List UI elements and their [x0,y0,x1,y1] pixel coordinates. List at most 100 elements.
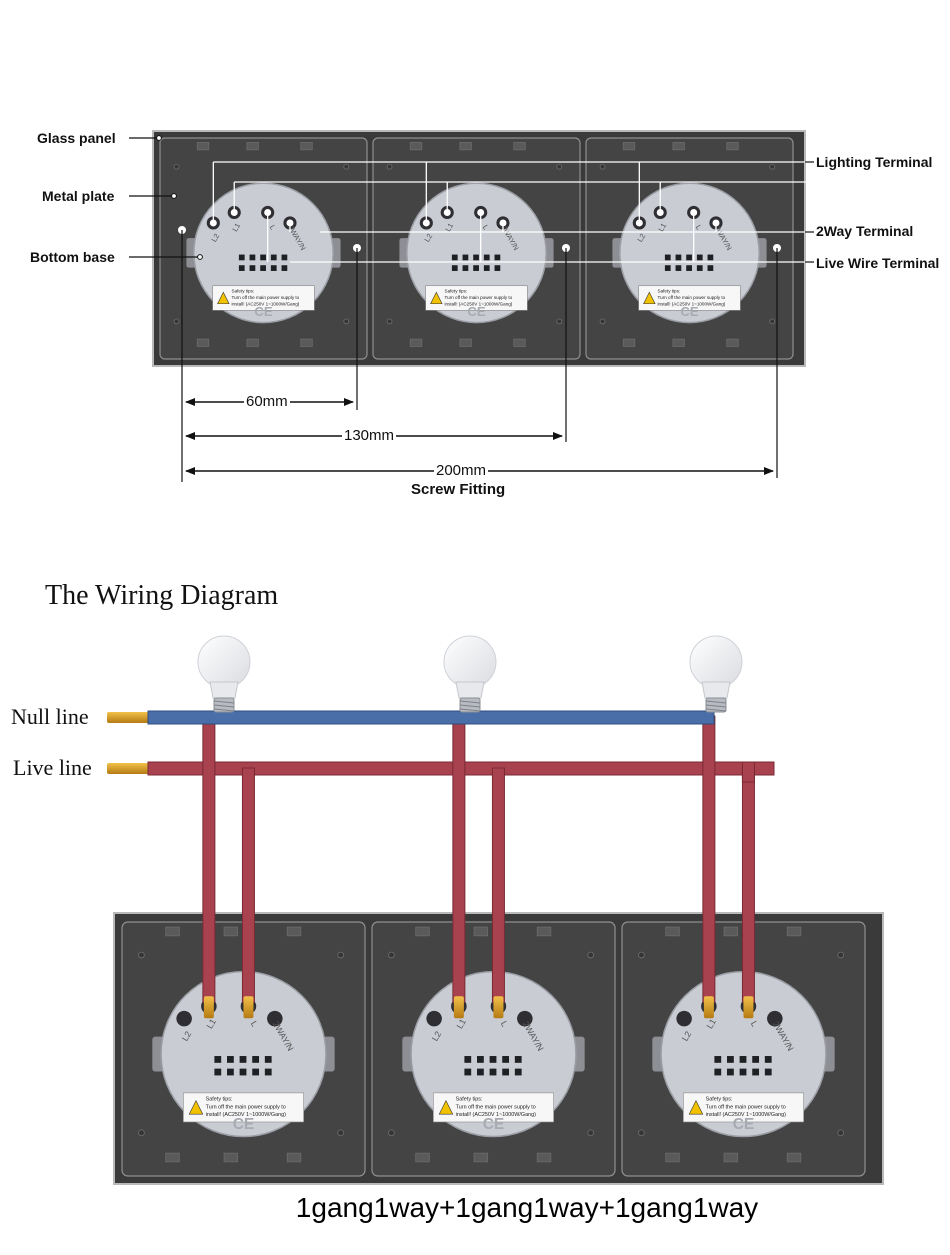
indicator-dot [462,265,469,271]
live-wire-corner [741,761,755,783]
terminal-label: L1 [704,1017,718,1031]
plate-tab [300,142,313,151]
bulb-thread [213,704,235,708]
terminal-hole [267,1010,283,1027]
safety-sticker [433,1092,554,1123]
plate-hole [343,163,350,170]
indicator-dot [260,254,266,261]
indicator-dot [281,265,288,271]
terminal-hole [176,1010,192,1027]
safety-line-1: Turn off the main power supply to [206,1104,286,1110]
indicator-dot [260,265,266,271]
plate-hole [386,163,393,170]
warning-icon [438,1099,454,1115]
plate-hole [386,318,393,325]
glass-panel-label: Glass panel [37,130,116,146]
ce-mark: CE [483,1116,505,1133]
plate-tab [165,926,180,937]
plate-tab [246,338,259,347]
safety-title: Safety tips: [445,288,468,293]
indicator-dot [238,254,245,261]
null-line-conductor [107,712,151,723]
bulb-neck [209,681,239,699]
plate-tab [459,338,472,347]
live-line-label: Live line [13,755,92,780]
safety-sticker [425,285,528,311]
safety-sticker [638,285,741,311]
plate-tab [286,926,302,937]
indicator-dot [239,1068,247,1076]
terminal-conductor [203,996,214,1019]
bulb-thread [459,700,481,704]
terminal-label: L2 [430,1029,444,1043]
live-wire-terminal-label: Live Wire Terminal [816,255,940,271]
plate-tab [223,1152,239,1163]
dimension-130mm: 130mm [342,427,397,444]
safety-line-2: install! (AC250V 1~1000W/Gang) [232,301,300,306]
indicator-dot [270,265,277,271]
warning-icon [688,1099,704,1115]
plate-tab [409,338,423,347]
indicator-dot [494,265,501,271]
plate-hole [138,951,145,959]
null-wire-overlay [147,710,715,725]
null-line-label: Null line [11,704,89,729]
plate-tab [415,926,430,937]
indicator-dot [249,265,256,271]
terminal-label: L2 [680,1029,694,1043]
plate-hole [388,1129,395,1137]
ce-mark: CE [733,1116,755,1133]
indicator-dot [214,1056,222,1063]
plate-tab [536,926,552,937]
live-drop-wire [491,767,505,1003]
safety-line-1: Turn off the main power supply to [445,295,513,300]
indicator-dot [249,254,256,261]
plate-hole [587,1129,595,1137]
terminal-label: L [499,1019,510,1028]
plate-hole [556,318,563,325]
terminal-marker [443,208,451,216]
plate-hole [599,318,606,325]
plate-tab [726,142,739,151]
indicator-dot [252,1068,260,1076]
indicator-dot [464,1056,472,1063]
indicator-dot [473,265,479,271]
safety-line-2: install! (AC250V 1~1000W/Gang) [658,301,726,306]
terminal-marker [656,208,664,216]
terminal-label: L2 [209,232,221,244]
indicator-dot [483,254,490,261]
plate-tab [786,926,802,937]
plate-tab [246,142,259,151]
plate-tab [536,1152,552,1163]
indicator-dot [270,254,277,261]
indicator-dot [227,1068,234,1076]
terminal-marker [264,208,272,216]
lamp-wire [202,715,216,1003]
dimension-60mm: 60mm [244,393,290,410]
safety-line-1: Turn off the main power supply to [706,1104,786,1110]
dimension-200mm: 200mm [434,462,489,479]
plate-hole [337,951,345,959]
indicator-dot [675,265,682,271]
safety-line-2: install! (AC250V 1~1000W/Gang) [456,1112,537,1118]
warning-icon [188,1099,204,1115]
plate-tab [409,142,423,151]
two-way-terminal-label: 2Way Terminal [816,223,914,239]
bulb-neck [701,681,731,699]
indicator-dot [707,254,714,261]
indicator-dot [473,254,479,261]
plate-tab [415,1152,430,1163]
safety-title: Safety tips: [206,1097,233,1103]
warning-icon [430,291,443,305]
indicator-dot [264,1068,272,1076]
terminal-marker [635,219,643,227]
safety-sticker [212,285,315,311]
live-drop-wire [741,767,755,1003]
indicator-dot [752,1056,760,1063]
wiring-diagram-title: The Wiring Diagram [45,580,279,611]
terminal-label: L2 [422,232,434,244]
bulb-thread [213,708,235,712]
terminal-marker [209,219,217,227]
